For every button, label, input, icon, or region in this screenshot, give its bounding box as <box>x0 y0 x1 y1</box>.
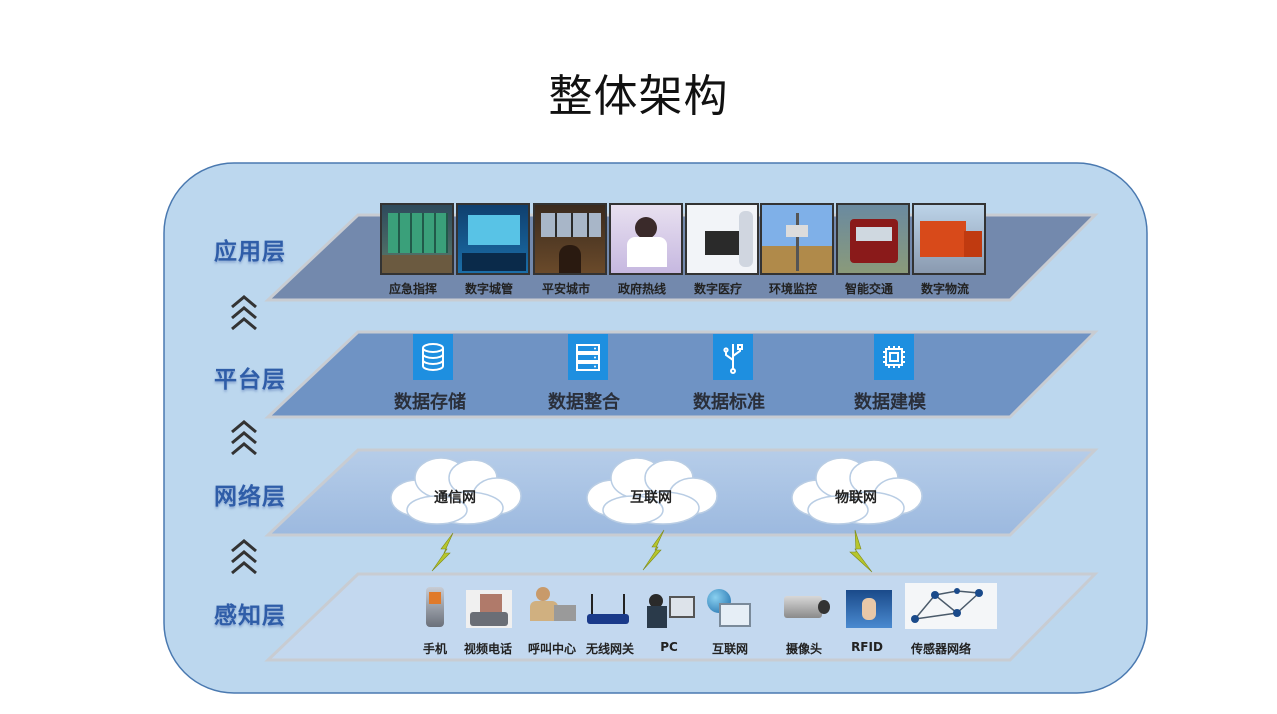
device-caption: 传感器网络 <box>910 642 971 656</box>
device-caption: 无线网关 <box>585 642 634 656</box>
cloud-shape-2 <box>586 457 718 525</box>
wireless-gateway-icon <box>585 590 631 628</box>
app-caption: 数字城管 <box>464 282 513 296</box>
app-caption: 环境监控 <box>768 282 817 296</box>
app-caption: 应急指挥 <box>388 282 437 296</box>
cloud-label: 通信网 <box>434 490 476 506</box>
network-layer-label: 网络层 <box>214 484 286 510</box>
application-layer-label: 应用层 <box>214 239 286 265</box>
emergency-command-image <box>380 203 454 275</box>
government-hotline-image <box>609 203 683 275</box>
mobile-phone-icon <box>426 587 444 627</box>
cloud-label: 互联网 <box>630 490 672 506</box>
rfid-icon <box>846 590 892 628</box>
cloud-label: 物联网 <box>835 490 877 506</box>
device-caption: 摄像头 <box>785 642 822 656</box>
device-caption: 视频电话 <box>463 642 512 656</box>
cloud-shape-1 <box>390 457 522 525</box>
platform-caption: 数据标准 <box>693 392 765 413</box>
server-stack-icon <box>568 334 608 380</box>
pc-icon <box>645 590 695 630</box>
chevron-up-icon <box>231 420 257 456</box>
chevron-up-icon <box>231 539 257 575</box>
camera-icon <box>780 590 832 626</box>
platform-layer-label: 平台层 <box>214 367 286 393</box>
device-caption: 呼叫中心 <box>527 642 576 656</box>
platform-caption: 数据建模 <box>854 392 926 413</box>
digital-city-image <box>456 203 530 275</box>
perception-layer-label: 感知层 <box>214 603 286 629</box>
sensor-network-icon <box>905 583 997 629</box>
app-caption: 智能交通 <box>844 282 893 296</box>
device-caption: PC <box>660 640 678 654</box>
app-caption: 平安城市 <box>541 282 590 296</box>
lightning-bolt-icon <box>642 529 665 571</box>
usb-icon <box>713 334 753 380</box>
platform-caption: 数据存储 <box>394 392 466 413</box>
cloud-shape-3 <box>791 457 923 525</box>
digital-logistics-image <box>912 203 986 275</box>
device-caption: 手机 <box>422 642 447 656</box>
chevron-up-icon <box>231 295 257 331</box>
device-caption: 互联网 <box>711 642 748 656</box>
video-phone-icon <box>466 590 512 628</box>
platform-caption: 数据整合 <box>548 392 620 413</box>
environment-monitoring-image <box>760 203 834 275</box>
digital-medical-image <box>685 203 759 275</box>
device-caption: RFID <box>851 640 883 654</box>
app-caption: 数字物流 <box>920 282 969 296</box>
chip-icon <box>874 334 914 380</box>
lightning-bolt-icon <box>849 529 873 573</box>
app-caption: 政府热线 <box>617 282 666 296</box>
database-icon <box>413 334 453 380</box>
internet-globe-icon <box>705 587 751 627</box>
page-title: 整体架构 <box>548 71 729 122</box>
safe-city-image <box>533 203 607 275</box>
smart-traffic-image <box>836 203 910 275</box>
app-caption: 数字医疗 <box>693 282 742 296</box>
call-center-icon <box>528 585 576 627</box>
lightning-bolt-icon <box>431 532 454 572</box>
